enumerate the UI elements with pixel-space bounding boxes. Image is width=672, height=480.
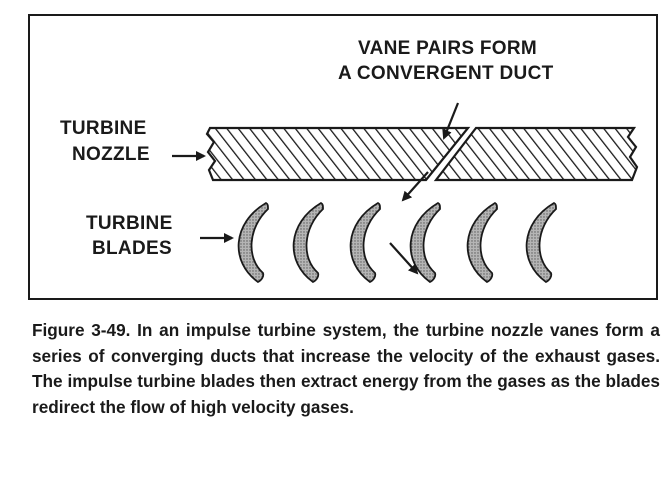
turbine-blade-1 [237,201,269,284]
turbine-nozzle-label-line1: TURBINE [60,118,147,139]
turbine-blades-label-line1: TURBINE [86,213,173,234]
turbine-blade-2 [292,201,324,284]
gas-flow-out-arrow [389,242,419,275]
turbine-blade-3 [349,201,381,284]
nozzle-vane-left [205,126,471,182]
vane-pairs-label-line1: VANE PAIRS FORM [358,38,538,59]
vane-pairs-label-line2: A CONVERGENT DUCT [338,63,554,84]
turbine-blade-5 [466,201,498,284]
figure-frame [28,14,658,300]
vane-pairs-pointer-arrow [442,102,460,140]
figure-caption: Figure 3-49. In an impulse turbine syste… [32,320,660,417]
nozzle-vane-right [433,126,639,182]
turbine-blades-label-line2: BLADES [92,238,172,259]
turbine-nozzle-label-line2: NOZZLE [72,144,150,165]
gas-flow-in-arrow [401,171,429,202]
turbine-blade-4 [409,201,441,284]
turbine-blade-6 [525,201,557,284]
